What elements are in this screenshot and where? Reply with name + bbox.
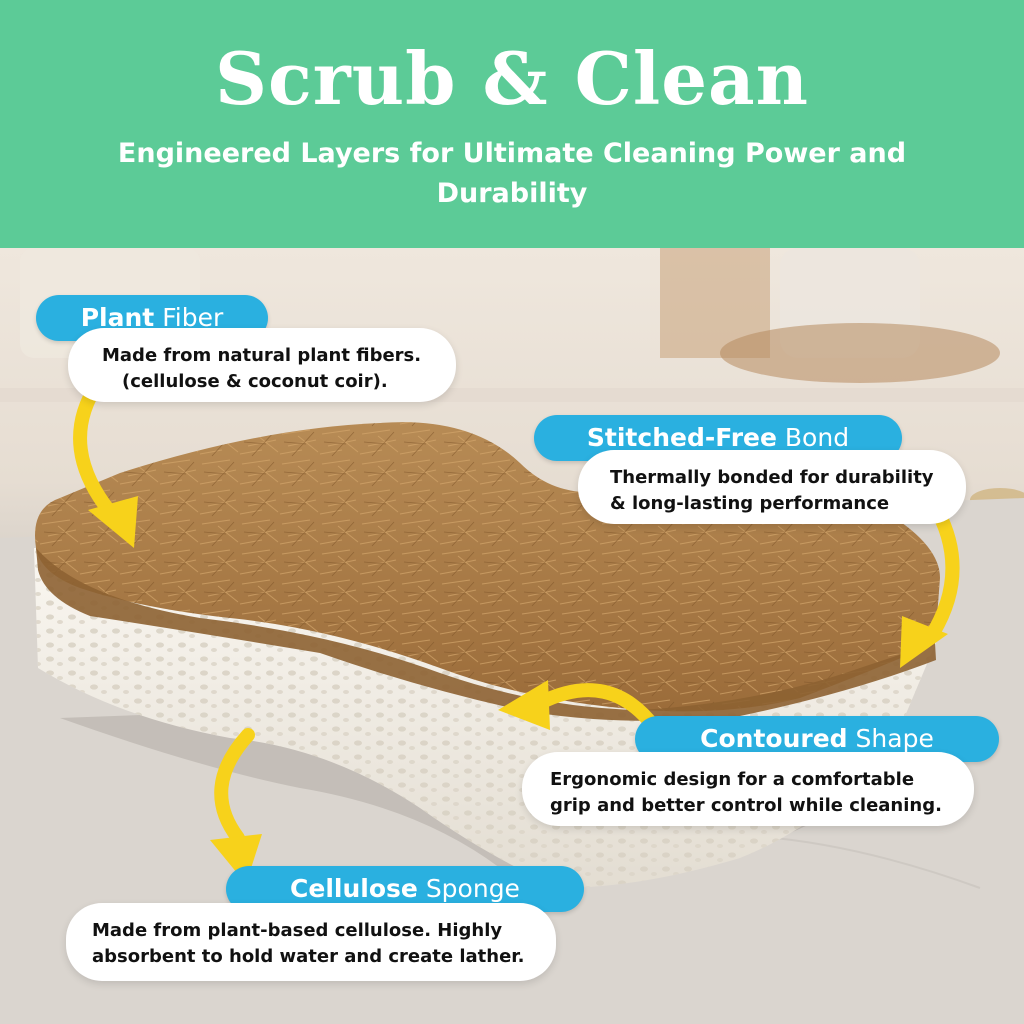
curved-arrow-icon [210,728,262,884]
curved-arrow-icon [498,680,662,735]
page-subtitle: Engineered Layers for Ultimate Cleaning … [117,138,907,209]
desc-plant-fiber: Made from natural plant fibers. (cellulo… [68,328,456,402]
desc-contoured-shape: Ergonomic design for a comfortable grip … [522,752,974,826]
curved-arrow-icon [73,376,138,548]
desc-cellulose-sponge: Made from plant-based cellulose. Highly … [66,903,556,981]
desc-stitched-free-bond: Thermally bonded for durability & long-l… [578,450,966,524]
header-banner: Scrub & Clean Engineered Layers for Ulti… [0,0,1024,248]
page-title: Scrub & Clean [214,36,810,121]
